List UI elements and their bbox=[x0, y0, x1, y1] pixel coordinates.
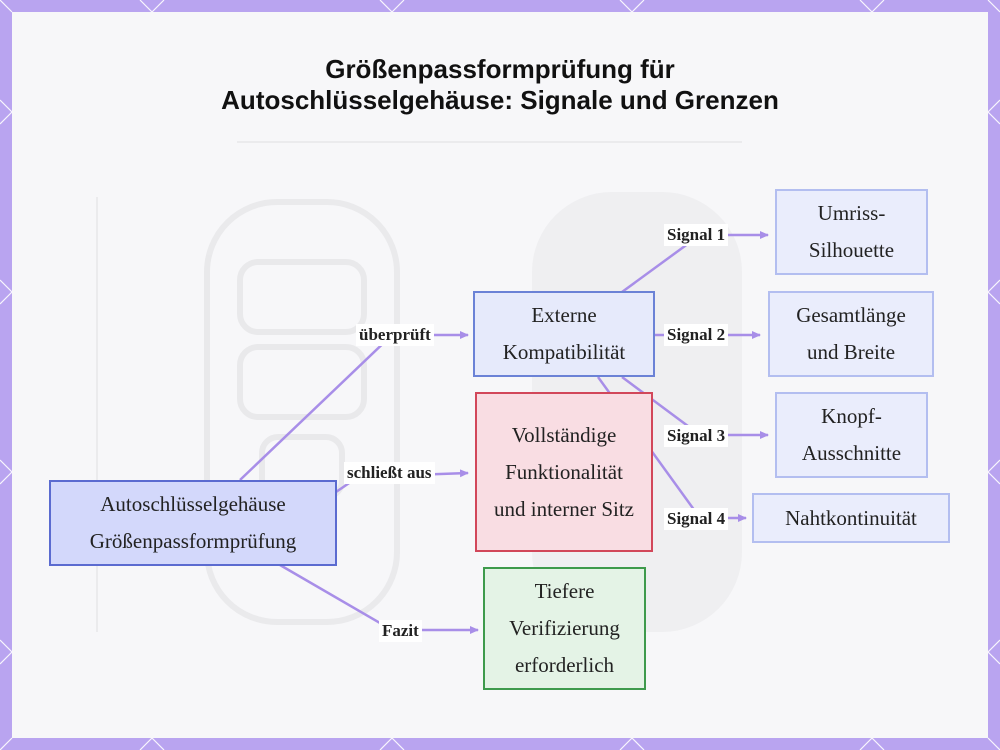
edge-label-checks: überprüft bbox=[356, 324, 434, 346]
node-signal-silhouette: Umriss-Silhouette bbox=[775, 189, 928, 275]
node-root: Autoschlüsselgehäuse Größenpassformprüfu… bbox=[49, 480, 337, 566]
edge-label-signal-2: Signal 2 bbox=[664, 324, 729, 346]
node-signal-length-width: Gesamtlänge und Breite bbox=[768, 291, 934, 377]
edge-label-signal-1: Signal 1 bbox=[664, 224, 729, 246]
edge-root-to-external bbox=[239, 331, 469, 481]
edge-label-signal-3: Signal 3 bbox=[664, 425, 729, 447]
node-signal-seam-continuity: Nahtkontinuität bbox=[752, 493, 950, 543]
node-functional-fit: Vollständige Funktionalität und interner… bbox=[475, 392, 653, 552]
node-external-compatibility: Externe Kompatibilität bbox=[473, 291, 655, 377]
diagram-title: Größenpassformprüfung für Autoschlüsselg… bbox=[221, 54, 779, 115]
node-signal-button-cutouts: Knopf-Ausschnitte bbox=[775, 392, 928, 478]
edge-label-excludes: schließt aus bbox=[344, 462, 435, 484]
edge-label-signal-4: Signal 4 bbox=[664, 508, 729, 530]
edge-label-conclusion: Fazit bbox=[379, 620, 422, 642]
node-deeper-verification: Tiefere Verifizierung erforderlich bbox=[483, 567, 646, 690]
